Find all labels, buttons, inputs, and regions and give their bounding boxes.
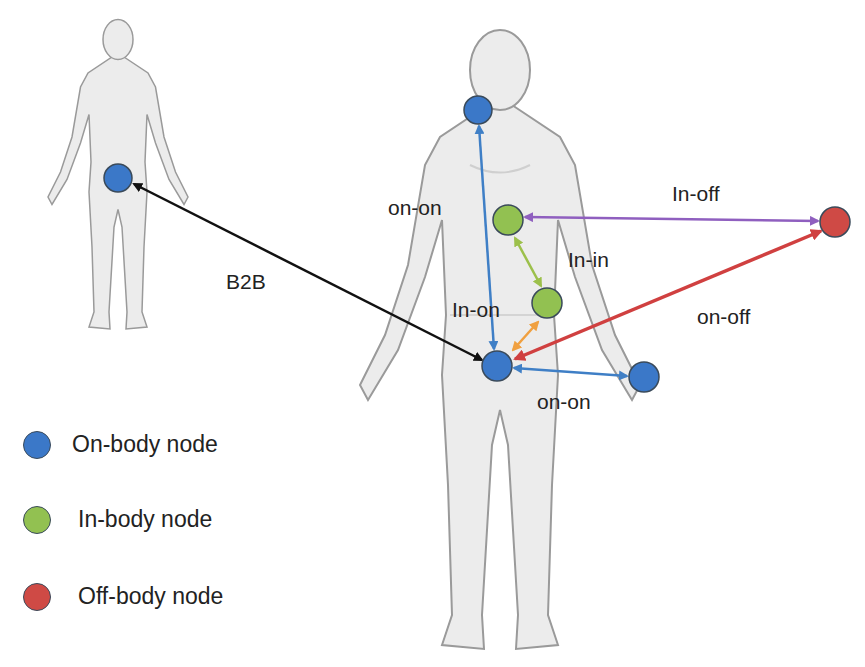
on-body-node	[482, 351, 512, 381]
link-label: on-off	[697, 305, 750, 328]
on-body-node	[464, 96, 492, 124]
legend-swatch	[23, 583, 51, 611]
link-label: In-off	[672, 182, 719, 205]
link-label: B2B	[226, 270, 266, 293]
on-on-link	[514, 368, 627, 376]
b2b-link	[134, 184, 482, 360]
legend-text: In-body node	[78, 507, 212, 532]
on-body-node	[104, 164, 132, 192]
link-label: on-on	[537, 390, 591, 413]
on-body-node	[629, 362, 659, 392]
legend-swatch	[23, 431, 51, 459]
link-label: In-in	[568, 248, 609, 271]
in-off-link	[525, 217, 818, 221]
off-body-node	[820, 207, 850, 237]
link-label: on-on	[388, 196, 442, 219]
human-figure	[360, 30, 640, 649]
in-body-node	[493, 205, 523, 235]
on-off-link	[515, 231, 821, 359]
legend-text: Off-body node	[78, 584, 223, 609]
human-figure	[48, 20, 188, 330]
legend-text: On-body node	[72, 432, 218, 457]
legend-swatch	[23, 506, 51, 534]
in-in-link	[515, 238, 541, 286]
in-on-link	[513, 322, 538, 350]
in-body-node	[532, 288, 562, 318]
link-label: In-on	[452, 298, 500, 321]
